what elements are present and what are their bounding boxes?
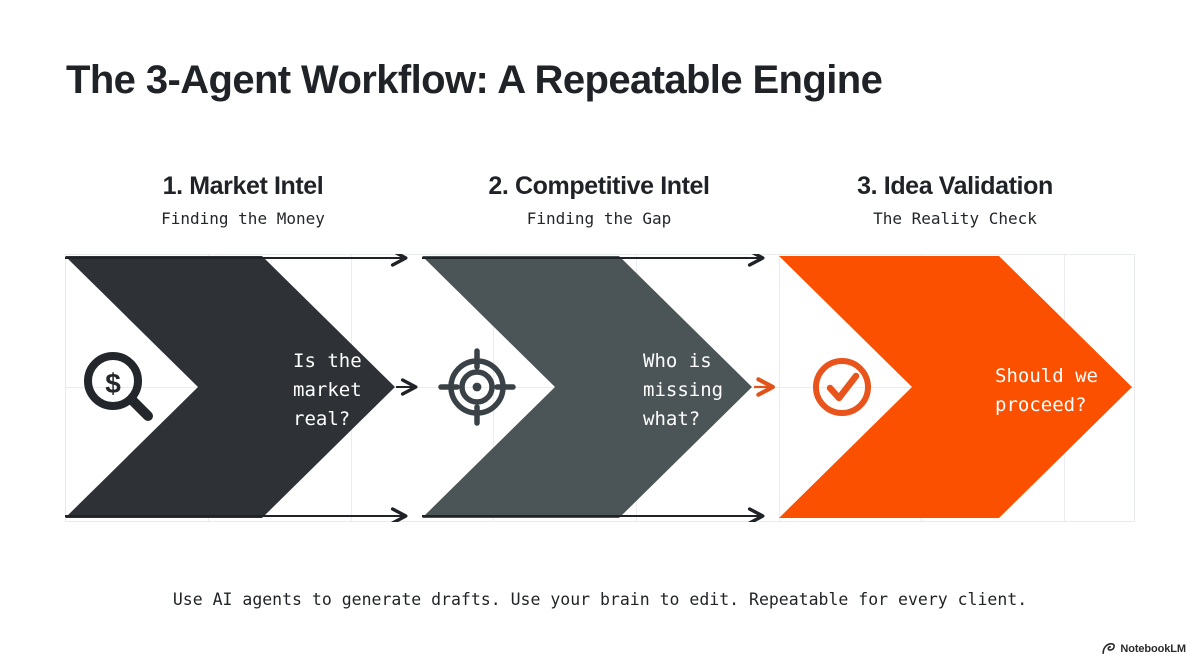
notebooklm-label: NotebookLM (1120, 642, 1186, 655)
magnifier-dollar-icon: $ (84, 352, 153, 421)
svg-text:$: $ (105, 368, 121, 399)
stage-chevron-3 (779, 256, 1132, 518)
stage-header-3: 3. Idea Validation The Reality Check (777, 172, 1133, 242)
grid-line-vertical-5 (779, 254, 780, 522)
stage-header-1: 1. Market Intel Finding the Money (65, 172, 421, 242)
stages-svg: $ (65, 254, 1132, 522)
stage-title-3: 3. Idea Validation (857, 172, 1053, 200)
stage-subtitle-2: Finding the Gap (526, 209, 672, 228)
notebooklm-logo-icon (1102, 642, 1116, 654)
page-title: The 3-Agent Workflow: A Repeatable Engin… (66, 58, 883, 102)
target-crosshair-icon (438, 348, 516, 426)
stage-chevron-2 (422, 256, 752, 518)
connector-arrows-1-to-2 (65, 254, 418, 522)
workflow-diagram: $ Is the market real? Who is missing wha… (65, 254, 1135, 522)
connector-arrows-2-to-3 (422, 254, 775, 522)
stage-title-1: 1. Market Intel (162, 172, 324, 200)
notebooklm-watermark: NotebookLM (1101, 641, 1186, 656)
stage-subtitle-1: Finding the Money (161, 209, 325, 228)
stage-header-2: 2. Competitive Intel Finding the Gap (421, 172, 777, 242)
stage-subtitle-3: The Reality Check (873, 209, 1037, 228)
footer-caption: Use AI agents to generate drafts. Use yo… (172, 590, 1028, 609)
stage-question-3: Should we proceed? (995, 365, 1098, 416)
stage-title-2: 2. Competitive Intel (488, 172, 710, 200)
stage-headers: 1. Market Intel Finding the Money 2. Com… (65, 172, 1135, 242)
check-circle-icon (813, 358, 871, 416)
stage-chevron-1 (65, 256, 395, 518)
stage-question-2: Who is missing what? (643, 350, 724, 430)
stage-question-1: Is the market real? (293, 350, 362, 430)
